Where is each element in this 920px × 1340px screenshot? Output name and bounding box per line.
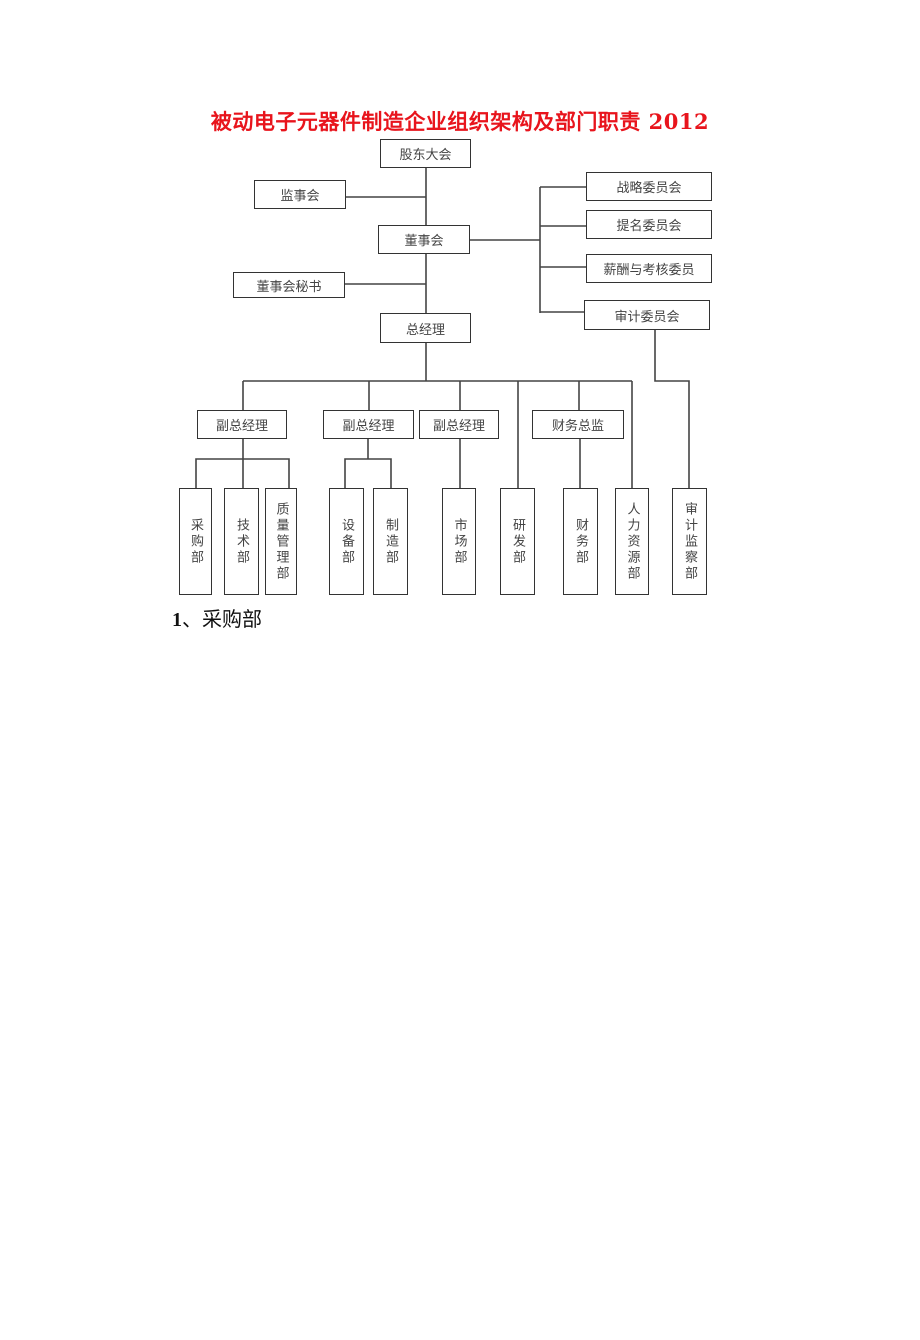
dept-technology: 技术部 xyxy=(224,488,259,595)
node-deputy-gm-1: 副总经理 xyxy=(197,410,287,439)
dept-quality: 质量管理部 xyxy=(265,488,297,595)
dept-rnd: 研发部 xyxy=(500,488,535,595)
node-cfo: 财务总监 xyxy=(532,410,624,439)
node-board-secretary: 董事会秘书 xyxy=(233,272,345,298)
org-chart-connectors xyxy=(195,168,690,488)
node-audit-committee: 审计委员会 xyxy=(584,300,710,330)
dept-audit: 审计监察部 xyxy=(672,488,707,595)
dept-manufacturing: 制造部 xyxy=(373,488,408,595)
node-strategy-committee: 战略委员会 xyxy=(586,172,712,201)
section-number: 1 xyxy=(172,609,182,631)
node-board-of-directors: 董事会 xyxy=(378,225,470,254)
dept-equipment: 设备部 xyxy=(329,488,364,595)
dept-purchasing: 采购部 xyxy=(179,488,212,595)
node-deputy-gm-3: 副总经理 xyxy=(419,410,499,439)
section-separator: 、 xyxy=(182,607,202,631)
node-supervisory-board: 监事会 xyxy=(254,180,346,209)
document-title: 被动电子元器件制造企业组织架构及部门职责 2012 xyxy=(210,109,710,134)
section-label: 采购部 xyxy=(202,607,262,631)
node-general-manager: 总经理 xyxy=(380,313,471,343)
dept-marketing: 市场部 xyxy=(442,488,476,595)
dept-hr: 人力资源部 xyxy=(615,488,649,595)
node-compensation-committee: 薪酬与考核委员 xyxy=(586,254,712,283)
node-deputy-gm-2: 副总经理 xyxy=(323,410,414,439)
node-nomination-committee: 提名委员会 xyxy=(586,210,712,239)
dept-finance: 财务部 xyxy=(563,488,598,595)
section-heading: 1、采购部 xyxy=(172,603,262,632)
node-shareholders-meeting: 股东大会 xyxy=(380,139,471,168)
